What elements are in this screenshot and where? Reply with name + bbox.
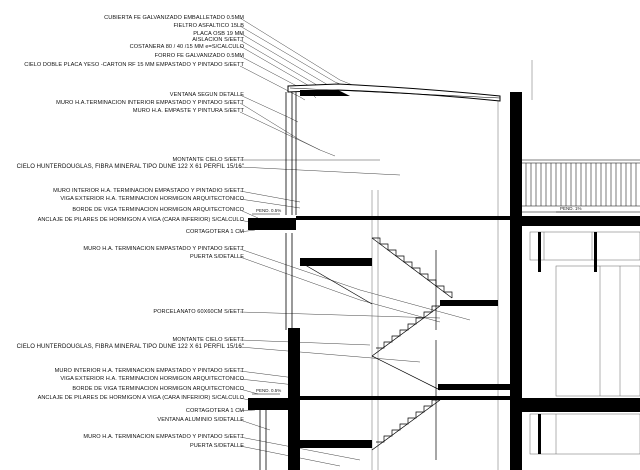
label-purlin: COSTANERA 80 / 40 /15 MM e=S/CALCULO [129, 44, 244, 50]
label-asphalt-felt: FIELTRO ASFALTICO 15LB [173, 23, 244, 29]
leader-line [239, 25, 351, 89]
leader-line [239, 209, 259, 219]
leader-line [239, 419, 271, 431]
slab-level-lower [248, 384, 640, 448]
label-ceiling-stud-2: MONTANTE CIELO S/EETT [172, 337, 244, 343]
landing-slab [440, 300, 498, 306]
frame [594, 232, 597, 272]
stair-rail [299, 261, 373, 305]
leader-line [239, 346, 421, 363]
floor-slab [300, 396, 510, 400]
landing-slab [300, 440, 372, 448]
label-osb-board: PLACA OSB 19 MM [193, 31, 244, 37]
leader-line [239, 370, 296, 379]
label-plasterboard-ceiling: CIELO DOBLE PLACA YESO -CARTON RF 15 MM … [24, 62, 244, 68]
leader-line [239, 409, 256, 412]
roof-gutter [300, 90, 350, 96]
slope-label-left-lower: PEND. 0.5% [256, 388, 282, 393]
stair-rail [371, 355, 441, 391]
floor-slab [296, 216, 510, 220]
stair-soffit [371, 399, 441, 451]
label-porcelain-floor: PORCELANATO 60X60CM S/EETT [153, 309, 244, 315]
label-interior-wall: MURO H.A.TERMINACION INTERIOR EMPASTADO … [56, 100, 244, 106]
label-column-anchor: ANCLAJE DE PILARES DE HORMIGON A VIGA (C… [37, 217, 244, 223]
label-wall-finish-2: MURO H.A. TERMINACION EMPASTADO Y PINTAD… [83, 434, 244, 440]
landing-slab [438, 384, 510, 390]
label-exterior-beam: VIGA EXTERIOR H.A. TERMINACION HORMIGON … [60, 196, 244, 202]
stair-soffit [371, 305, 441, 357]
reference-lines [371, 60, 533, 470]
stairs [299, 237, 453, 460]
right-slab [522, 216, 640, 226]
leader-line [239, 111, 336, 157]
leader-line [239, 198, 301, 209]
roof-slab [287, 83, 501, 102]
label-column-anchor-2: ANCLAJE DE PILARES DE HORMIGON A VIGA (C… [37, 395, 244, 401]
glass-panel [529, 413, 640, 455]
leader-line [239, 229, 256, 233]
facade-frames [538, 232, 597, 454]
landing-slab [300, 258, 372, 266]
label-hunterdouglas-ceiling-2: CIELO HUNTERDOUGLAS, FIBRA MINERAL TIPO … [16, 344, 244, 350]
stair-soffit [371, 237, 453, 299]
label-interior-wall-finish: MURO INTERIOR H.A. TERMINACION EMPASTADO… [53, 188, 244, 194]
label-roof-cover: CUBIERTA FE GALVANIZADO EMBALLETADO 0.5M… [104, 15, 244, 21]
label-aluminium-window: VENTANA ALUMINIO S/DETALLE [157, 417, 244, 423]
leader-line [239, 378, 296, 386]
roof-line [289, 87, 501, 99]
label-drip-edge-2: CORTAGOTERA 1 CM [185, 408, 244, 414]
leader-line [239, 166, 401, 176]
leader-line [239, 248, 471, 321]
leader-line [239, 39, 331, 93]
frame [538, 232, 541, 272]
leader-line [239, 17, 356, 87]
label-wall-finish: MURO H.A. TERMINACION EMPASTADO Y PINTAD… [83, 246, 244, 252]
edge-beam [248, 398, 300, 410]
slope-markers [252, 211, 600, 395]
leader-line [239, 311, 441, 319]
label-drip-edge: CORTAGOTERA 1 CM [185, 229, 244, 235]
leader-line [239, 256, 441, 323]
label-window: VENTANA SEGUN DETALLE [169, 92, 244, 98]
label-ceiling-stud: MONTANTE CIELO S/EETT [172, 157, 244, 163]
leader-line [239, 339, 371, 346]
label-door-2: PUERTA S/DETALLE [190, 443, 244, 449]
leader-line [239, 102, 321, 151]
stair-flight [376, 305, 440, 349]
balusters [525, 163, 637, 206]
leader-line [239, 32, 341, 91]
label-door: PUERTA S/DETALLE [190, 254, 244, 260]
label-beam-edge-2: BORDE DE VIGA TERMINACION HORMIGON ARQUI… [72, 386, 244, 392]
leader-line [239, 65, 306, 101]
facade-mullions [259, 92, 297, 470]
glass-panel [529, 231, 640, 261]
label-insulation: AISLACION S/EETT [192, 37, 244, 43]
leader-line [239, 190, 301, 203]
label-interior-wall-finish-2: MURO INTERIOR H.A. TERMINACION EMPASTADO… [54, 368, 244, 374]
concrete-wall-right [510, 92, 522, 470]
leader-lines [239, 17, 471, 467]
glass-panel [555, 265, 640, 397]
label-exterior-beam-2: VIGA EXTERIOR H.A. TERMINACION HORMIGON … [60, 376, 244, 382]
leader-line [239, 388, 259, 395]
leader-line [239, 94, 299, 123]
frame [538, 414, 541, 454]
stair-flight [376, 399, 440, 443]
label-galvanized-lining: FORRO FE GALVANIZADO 0.5MM [154, 53, 244, 59]
slab-level-upper [248, 216, 640, 306]
slope-label-right: PEND. 1% [560, 206, 582, 211]
edge-beam [248, 218, 296, 230]
roof-assembly [287, 83, 501, 102]
label-hunterdouglas-ceiling: CIELO HUNTERDOUGLAS, FIBRA MINERAL TIPO … [16, 164, 244, 170]
label-beam-edge: BORDE DE VIGA TERMINACION HORMIGON ARQUI… [72, 207, 244, 213]
glazed-facade-right [529, 231, 640, 455]
label-wall-paint: MURO H.A. EMPASTE Y PINTURA S/EETT [132, 108, 244, 114]
floor-slab-right [522, 398, 640, 412]
slope-label-left-upper: PEND. 0.5% [256, 208, 282, 213]
